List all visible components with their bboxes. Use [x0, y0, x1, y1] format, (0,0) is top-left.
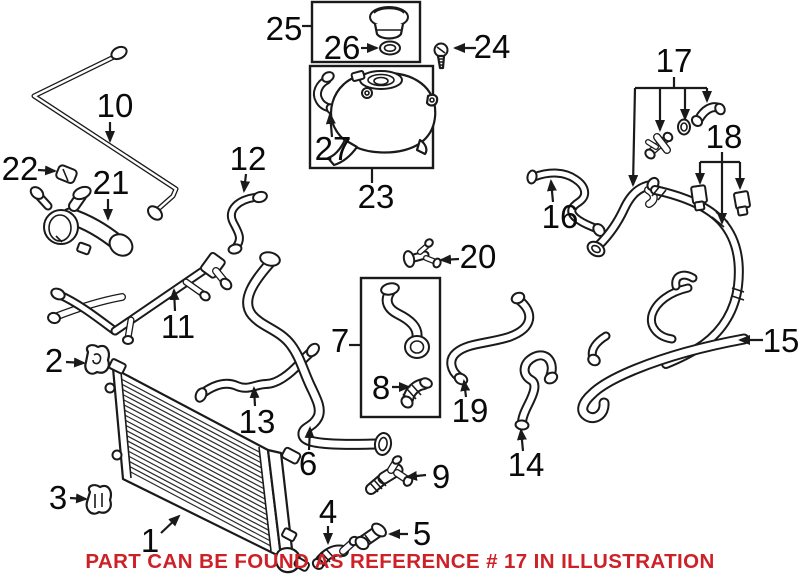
callout-arrow	[69, 493, 88, 504]
bolt-24-drawing	[433, 42, 449, 70]
hose-assembly-15-drawing	[577, 176, 750, 424]
pipe-11-drawing	[47, 252, 233, 345]
part-number-10[interactable]: 10	[97, 87, 134, 124]
hose-16-drawing	[526, 168, 606, 237]
callout-arrow	[169, 288, 180, 312]
part-number-21[interactable]: 21	[93, 164, 130, 201]
hose-12-drawing	[227, 190, 268, 255]
part-number-4[interactable]: 4	[319, 493, 337, 530]
part-number-11[interactable]: 11	[161, 308, 195, 345]
radiator-drawing	[104, 358, 310, 574]
part-number-22[interactable]: 22	[2, 150, 39, 187]
part-number-5[interactable]: 5	[413, 515, 431, 552]
box-25-26	[310, 0, 422, 64]
water-outlet-21-drawing	[29, 185, 134, 257]
callout-arrow	[516, 428, 527, 452]
part-number-23[interactable]: 23	[358, 178, 395, 215]
part-number-8[interactable]: 8	[372, 369, 390, 406]
part-number-9[interactable]: 9	[432, 458, 450, 495]
callout-arrow	[546, 179, 557, 203]
part-number-15[interactable]: 15	[763, 322, 800, 359]
part-number-27[interactable]: 27	[315, 130, 352, 167]
cap-22-drawing	[55, 164, 78, 185]
notice-text: PART CAN BE FOUND AS REFERENCE # 17 IN I…	[85, 550, 715, 573]
bracket-2-drawing	[84, 344, 110, 375]
part-number-12[interactable]: 12	[230, 140, 267, 177]
callout-arrow	[240, 173, 251, 193]
bracket-3-drawing	[85, 484, 112, 515]
callout-arrow	[405, 470, 427, 481]
callout-arrow	[628, 87, 639, 187]
connector-4-drawing	[311, 535, 360, 570]
part-number-2[interactable]: 2	[45, 342, 63, 379]
part-number-20[interactable]: 20	[460, 238, 497, 275]
connector-20-drawing	[402, 238, 442, 269]
callout-arrow	[249, 386, 260, 407]
fittings-17-drawing	[644, 102, 726, 160]
hose-6-drawing	[242, 251, 393, 456]
connector-5-drawing	[354, 522, 387, 551]
clips-18-drawing	[690, 184, 751, 217]
part-number-25[interactable]: 25	[266, 10, 303, 47]
part-number-17[interactable]: 17	[656, 42, 693, 79]
part-number-26[interactable]: 26	[324, 29, 361, 66]
callout-arrow	[460, 379, 471, 398]
part-number-7[interactable]: 7	[331, 322, 349, 359]
part-number-19[interactable]: 19	[452, 392, 489, 429]
part-number-16[interactable]: 16	[542, 198, 579, 235]
callout-arrow	[439, 254, 460, 265]
hose-19-drawing	[446, 291, 535, 386]
box-23-tank	[308, 64, 439, 170]
callout-arrow	[37, 165, 57, 176]
callout-arrow	[160, 514, 181, 534]
callout-arrow	[304, 426, 315, 451]
part-number-6[interactable]: 6	[299, 445, 317, 482]
callout-arrow	[325, 112, 336, 138]
part-number-18[interactable]: 18	[706, 118, 743, 155]
part-number-13[interactable]: 13	[239, 403, 276, 440]
connector-9-drawing	[365, 455, 414, 495]
part-number-14[interactable]: 14	[508, 446, 545, 483]
part-number-1[interactable]: 1	[141, 522, 159, 559]
callout-arrow	[65, 357, 86, 368]
radiator-fins	[121, 378, 271, 547]
part-number-24[interactable]: 24	[474, 28, 511, 65]
box-7-8	[359, 276, 442, 419]
part-number-3[interactable]: 3	[49, 479, 67, 516]
pipe-10-drawing	[31, 45, 179, 221]
hose-14-drawing	[514, 350, 559, 431]
